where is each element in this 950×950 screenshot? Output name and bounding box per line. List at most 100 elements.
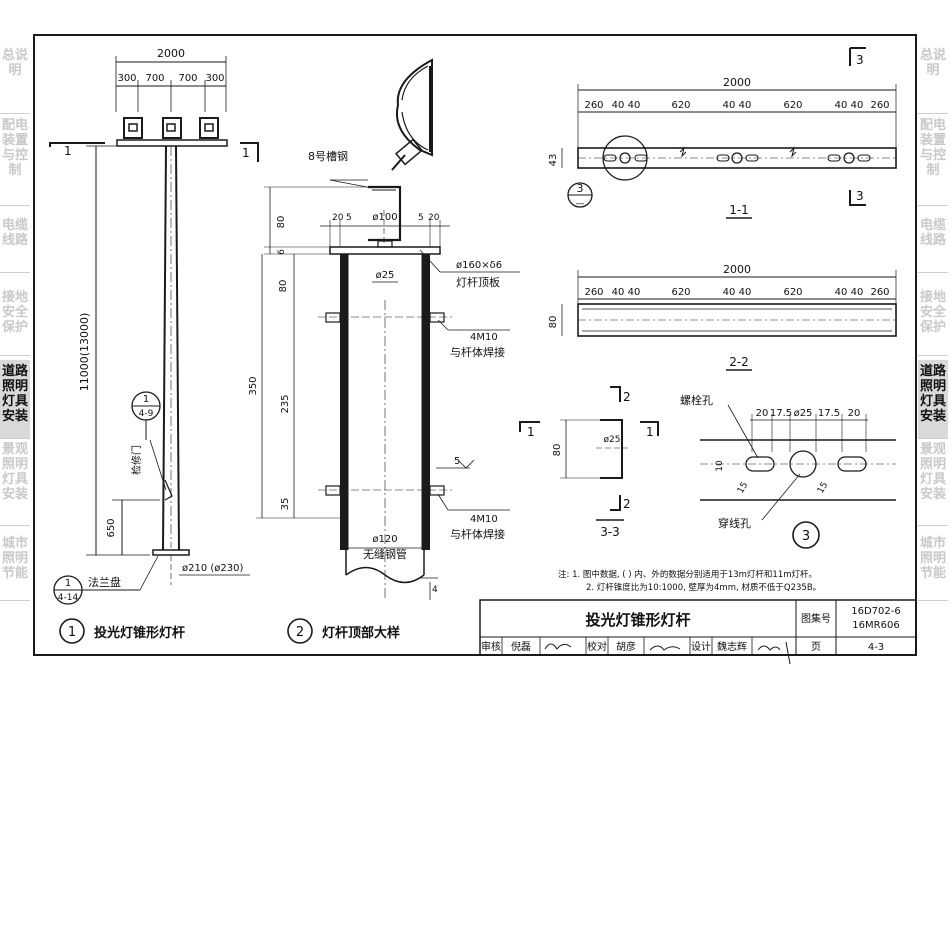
side-tab-landscape-right[interactable]: 景观照明灯具安装 (919, 442, 946, 502)
tb-review: 审核 (481, 640, 501, 653)
notes-line2: 2. 灯杆锥度比为10:1000, 壁厚为4mm, 材质不低于Q235B。 (586, 582, 821, 593)
tb-checker: 胡彦 (616, 640, 636, 653)
d2-d100: ø100 (372, 212, 397, 223)
d1-dim-700-left: 700 (145, 73, 164, 84)
notes-line1: 注: 1. 图中数据, ( ) 内、外的数据分别适用于13m灯杆和11m灯杆。 (558, 569, 817, 580)
d2-d120: ø120 (372, 534, 397, 545)
side-tab-grounding-right[interactable]: 接地安全保护 (919, 290, 946, 335)
section-1-1 (561, 47, 897, 219)
tb-check: 校对 (587, 640, 607, 653)
d2-bolt1: 4M10 (470, 332, 498, 343)
s11-dim-4: 40 (723, 100, 736, 111)
d1-dim-700-right: 700 (178, 73, 197, 84)
d2-d20a: 20 (332, 213, 344, 223)
det3-dim-0: 20 (756, 408, 769, 419)
detail-3 (700, 404, 896, 549)
s33-marker-bottom: 2 (623, 497, 631, 511)
d2-d20b: 20 (428, 213, 440, 223)
d1-door-label: 检修门 (130, 445, 143, 475)
det3-d10: 10 (715, 460, 725, 472)
s33-marker-right: 1 (646, 425, 654, 439)
s22-dim-6: 620 (783, 287, 802, 298)
s11-ref-bottom: — (576, 199, 585, 209)
s33-title: 3-3 (600, 525, 620, 539)
d2-caption-num: 2 (296, 625, 304, 640)
s11-dim-2: 40 (628, 100, 641, 111)
s11-dim-9: 260 (870, 100, 889, 111)
side-tab-cable[interactable]: 电缆线路 (1, 218, 28, 248)
s22-dim-1: 40 (612, 287, 625, 298)
s22-dim-0: 260 (584, 287, 603, 298)
d2-d5b: 5 (418, 213, 424, 223)
d2-dim-80-top: 80 (276, 216, 287, 229)
det3-d15b: 15 (816, 481, 830, 496)
side-tab-road-lighting-right[interactable]: 道路照明灯具安装 (918, 360, 948, 438)
tb-designer: 魏志辉 (717, 640, 747, 653)
side-tab-general-right[interactable]: 总说明 (919, 48, 946, 78)
s22-dim-9: 260 (870, 287, 889, 298)
tb-atlas-label: 图集号 (801, 612, 831, 625)
side-tab-road-lighting[interactable]: 道路照明灯具安装 (0, 360, 30, 438)
d1-height: 11000(13000) (78, 313, 91, 392)
d2-top-plate: 灯杆顶板 (456, 275, 500, 289)
d1-section-right: 1 (242, 146, 250, 160)
d2-channel: 8号槽钢 (308, 150, 348, 163)
side-tab-energy[interactable]: 城市照明节能 (1, 536, 28, 581)
det3-num: 3 (802, 529, 810, 544)
d1-caption-num: 1 (68, 625, 76, 640)
s22-dim-5: 40 (739, 287, 752, 298)
det3-bolt-hole: 螺栓孔 (680, 393, 713, 407)
s11-height: 43 (548, 154, 559, 167)
tb-atlas-no1: 16D702-6 (851, 606, 900, 617)
s22-dim-4: 40 (723, 287, 736, 298)
det3-dim-1: 17.5 (770, 408, 792, 419)
d2-dim-350: 350 (248, 376, 259, 395)
d2-dim-235: 235 (280, 394, 291, 413)
d2-dim-80-mid: 80 (278, 280, 289, 293)
title-block (479, 599, 917, 665)
s33-height: 80 (552, 444, 563, 457)
s11-dim-5: 40 (739, 100, 752, 111)
side-tab-grounding[interactable]: 接地安全保护 (1, 290, 28, 335)
s22-dim-2: 40 (628, 287, 641, 298)
d1-door-ref-bottom: 4-9 (139, 409, 154, 419)
d1-caption: 投光灯锥形灯杆 (94, 625, 185, 641)
s11-total: 2000 (723, 76, 751, 89)
tb-atlas-no2: 16MR606 (852, 620, 899, 631)
s11-marker-top: 3 (856, 53, 864, 67)
d1-dim-300-right: 300 (205, 73, 224, 84)
side-tab-energy-right[interactable]: 城市照明节能 (919, 536, 946, 581)
d2-weld: 5 (454, 456, 460, 467)
d1-dim-300-left: 300 (117, 73, 136, 84)
s11-dim-0: 260 (584, 100, 603, 111)
side-tab-landscape[interactable]: 景观照明灯具安装 (1, 442, 28, 502)
d2-dim-35: 35 (280, 498, 291, 511)
s11-dim-3: 620 (671, 100, 690, 111)
d1-base-dia: ø210 (ø230) (182, 563, 243, 574)
s22-title: 2-2 (729, 355, 749, 369)
d2-bolt1-note: 与杆体焊接 (450, 345, 505, 359)
d2-caption: 灯杆顶部大样 (322, 625, 400, 641)
d2-pipe: 无缝钢管 (363, 547, 407, 561)
det3-wire-hole: 穿线孔 (718, 516, 751, 530)
d2-top-plate-spec: ø160×δ6 (456, 260, 502, 271)
s11-dim-7: 40 (835, 100, 848, 111)
side-tab-cable-right[interactable]: 电缆线路 (919, 218, 946, 248)
tb-design: 设计 (691, 640, 711, 653)
d1-door-ref-top: 1 (143, 394, 149, 405)
s11-title: 1-1 (729, 203, 749, 217)
d2-bolt2-note: 与杆体焊接 (450, 527, 505, 541)
s11-dim-8: 40 (851, 100, 864, 111)
pole-elevation (49, 56, 259, 644)
det3-dim-3: 17.5 (818, 408, 840, 419)
s22-total: 2000 (723, 263, 751, 276)
sheet-border (33, 34, 917, 656)
s22-dim-8: 40 (851, 287, 864, 298)
det3-dim-4: 20 (848, 408, 861, 419)
d2-dim-4: 4 (432, 585, 438, 595)
side-tab-distribution[interactable]: 配电装置与控制 (1, 118, 28, 178)
side-tab-general[interactable]: 总说明 (1, 48, 28, 78)
side-tab-distribution-right[interactable]: 配电装置与控制 (919, 118, 946, 178)
d2-d25: ø25 (376, 270, 395, 281)
